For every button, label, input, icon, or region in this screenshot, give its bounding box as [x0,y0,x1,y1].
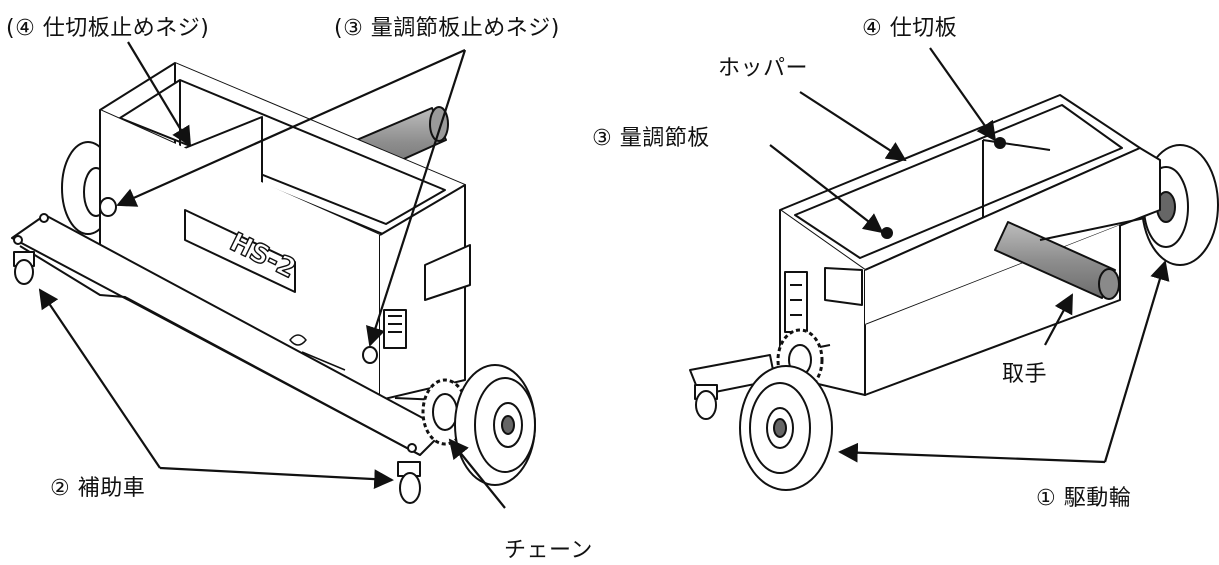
label-adjust-screw: (③ 量調節板止めネジ) [334,16,560,41]
left-rear-caster [397,461,421,504]
left-bottom-rail [11,213,446,456]
left-front-caster [13,251,35,285]
label-partition-screw: (④ 仕切板止めネジ) [6,16,210,41]
right-machine [689,94,1219,491]
label-chain: チェーン [504,538,593,563]
label-hopper: ホッパー [718,56,809,81]
left-drive-wheel [454,364,536,486]
label-handle: 取手 [1002,362,1048,387]
pointer-dots [881,137,1006,239]
label-aux-wheel: ② 補助車 [50,476,146,501]
label-drive-wheel: ① 駆動輪 [1036,486,1132,511]
label-partition: ④ 仕切板 [862,16,958,41]
callout-arrows [38,41,1170,509]
left-machine: HS-2 [11,62,536,504]
right-handle-grip [994,217,1146,300]
partition-dot [994,137,1006,149]
label-adjust-plate: ③ 量調節板 [592,126,710,151]
right-hopper-box [779,94,1161,396]
right-front-drive-wheel [739,365,833,491]
adjust-plate-dot [881,227,893,239]
